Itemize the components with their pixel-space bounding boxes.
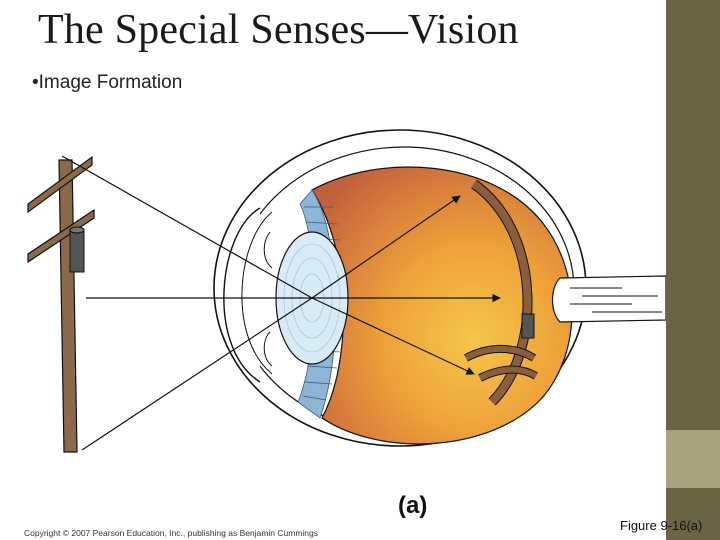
utility-pole bbox=[28, 157, 94, 452]
optic-nerve bbox=[553, 276, 667, 322]
slide-title: The Special Senses—Vision bbox=[38, 6, 519, 54]
panel-label: (a) bbox=[398, 492, 427, 520]
bullet-marker: • bbox=[32, 72, 39, 93]
eye-image-formation-diagram bbox=[22, 112, 666, 540]
figure-reference: Figure 9-16(a) bbox=[620, 518, 702, 533]
copyright-notice: Copyright © 2007 Pearson Education, Inc.… bbox=[24, 528, 318, 538]
right-accent-bar bbox=[666, 0, 720, 430]
bullet-point: •Image Formation bbox=[32, 72, 182, 94]
right-accent-bar-light bbox=[666, 430, 720, 488]
bullet-text: Image Formation bbox=[39, 72, 183, 93]
